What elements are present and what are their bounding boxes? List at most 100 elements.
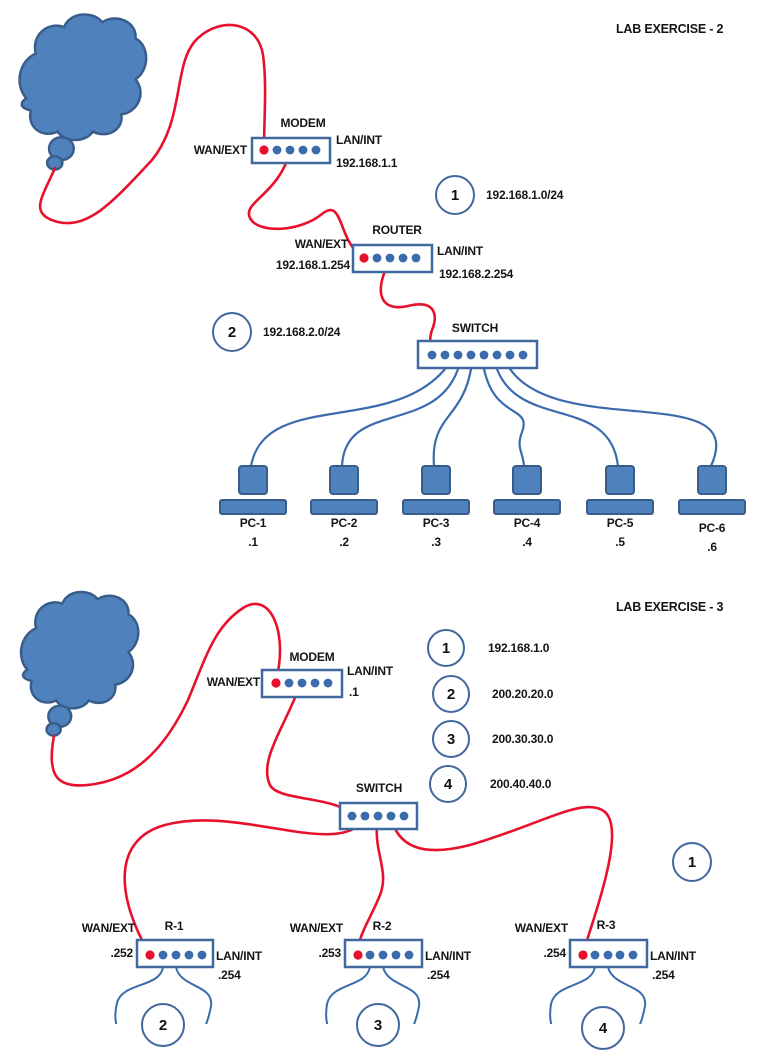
legend-marker-4: 4 [429, 765, 467, 803]
r3-lan-ip: .254 [652, 968, 675, 982]
pc2-ip-label: .2 [339, 535, 349, 549]
r3-wan-label: WAN/EXT [514, 921, 568, 935]
lab2-modem-wan-label: WAN/EXT [193, 143, 247, 157]
network3-marker-lab3: 3 [356, 1003, 400, 1047]
pc-icon-6 [678, 465, 746, 515]
legend-marker-1: 1 [427, 629, 465, 667]
router-ports-r2 [353, 950, 414, 960]
lab3-switch-name-label: SWITCH [355, 781, 403, 795]
cable-switch-to-pc2 [340, 367, 460, 468]
modem-device-lab3 [260, 668, 344, 699]
cable-switch-to-pc3 [432, 367, 473, 468]
pc1-ip-label: .1 [248, 535, 258, 549]
pc4-ip-label: .4 [522, 535, 532, 549]
r3-lan-label: LAN/INT [650, 949, 696, 963]
legend-marker-3: 3 [432, 720, 470, 758]
network1-marker-lab2: 1 [435, 175, 475, 215]
r3-name-label: R-3 [596, 918, 616, 932]
network3-marker-lab3-number: 3 [373, 1016, 383, 1034]
lan-loop-r3-right [607, 966, 647, 1024]
r1-lan-ip: .254 [218, 968, 241, 982]
pc5-ip-label: .5 [615, 535, 625, 549]
r1-wan-label: WAN/EXT [81, 921, 135, 935]
legend-marker-4-number: 4 [443, 775, 453, 793]
pc5-name-label: PC-5 [606, 516, 634, 530]
r2-wan-label: WAN/EXT [289, 921, 343, 935]
network2-marker-number: 2 [227, 323, 237, 341]
r2-lan-ip: .254 [427, 968, 450, 982]
legend-marker-2: 2 [432, 675, 470, 713]
lab3-modem-lan-label: LAN/INT [347, 664, 393, 678]
lan-loop-r2-left [325, 966, 371, 1024]
cable-cloud-to-modem-lab2 [38, 23, 267, 225]
r1-lan-label: LAN/INT [216, 949, 262, 963]
legend-label-4: 200.40.40.0 [490, 777, 552, 791]
modem-ports-lab2 [259, 145, 321, 155]
cable-modem-to-router-lab2 [247, 150, 365, 258]
legend-marker-3-number: 3 [446, 730, 456, 748]
router-device-r3 [568, 938, 649, 969]
lab2-router-wan-ip: 192.168.1.254 [275, 258, 350, 272]
r2-lan-label: LAN/INT [425, 949, 471, 963]
lab3-modem-lan-ip: .1 [349, 685, 359, 699]
pc2-name-label: PC-2 [330, 516, 358, 530]
switch-ports-lab3 [347, 811, 409, 821]
pc-icons-lab2 [219, 465, 746, 515]
cable-switch-to-pc1 [249, 367, 447, 468]
router-ports-r3 [578, 950, 638, 960]
pc3-name-label: PC-3 [422, 516, 450, 530]
pc-icon-4 [493, 465, 561, 515]
lab3-modem-wan-label: WAN/EXT [206, 675, 260, 689]
legend-label-1: 192.168.1.0 [488, 641, 550, 655]
router-device-r2 [343, 938, 424, 969]
cable-switch-to-r3 [389, 805, 614, 955]
cable-modem-to-switch-lab3 [265, 683, 354, 816]
lab2-router-name-label: ROUTER [372, 223, 422, 237]
lab2-router-lan-label: LAN/INT [437, 244, 483, 258]
legend-label-3: 200.30.30.0 [492, 732, 554, 746]
router-ports-lab2 [359, 253, 421, 263]
pc6-name-label: PC-6 [698, 521, 726, 535]
legend-marker-1-number: 1 [441, 639, 451, 657]
r1-name-label: R-1 [164, 919, 184, 933]
network4-marker-lab3: 4 [581, 1006, 625, 1050]
pc1-name-label: PC-1 [239, 516, 267, 530]
network4-marker-lab3-number: 4 [598, 1019, 608, 1037]
cable-router-to-switch-lab2 [379, 258, 437, 355]
network1-marker-lab3-number: 1 [687, 853, 697, 871]
router-device-r1 [135, 938, 215, 969]
lab2-modem-lan-label: LAN/INT [336, 133, 382, 147]
r2-wan-ip: .253 [318, 946, 341, 960]
internet-cloud-icon-lab2 [18, 13, 148, 171]
legend-marker-2-number: 2 [446, 685, 456, 703]
r1-wan-ip: .252 [110, 946, 133, 960]
lab3-title: LAB EXERCISE - 3 [616, 600, 724, 614]
network2-marker-lab2: 2 [212, 312, 252, 352]
network1-address-label: 192.168.1.0/24 [486, 188, 564, 202]
lab2-modem-lan-ip: 192.168.1.1 [336, 156, 398, 170]
network2-marker-lab3-number: 2 [158, 1016, 168, 1034]
lab2-router-lan-ip: 192.168.2.254 [439, 267, 514, 281]
lab2-modem-name-label: MODEM [280, 116, 326, 130]
pc-icon-5 [586, 465, 654, 515]
lan-loop-r2-right [382, 966, 421, 1024]
cable-switch-to-r1 [123, 816, 367, 955]
modem-ports-lab3 [271, 678, 333, 688]
lan-loop-r1-right [175, 966, 213, 1024]
router-ports-r1 [145, 950, 207, 960]
pc6-ip-label: .6 [707, 540, 717, 554]
switch-device-lab2 [416, 339, 539, 370]
lan-loop-r1-left [114, 966, 164, 1024]
r2-name-label: R-2 [372, 919, 392, 933]
cable-switch-to-pc6 [508, 367, 718, 468]
diagram-canvas [18, 13, 746, 1024]
network2-address-label: 192.168.2.0/24 [263, 325, 341, 339]
modem-device-lab2 [250, 136, 332, 165]
network2-marker-lab3: 2 [141, 1003, 185, 1047]
network1-marker-lab3: 1 [672, 842, 712, 882]
pc-icon-2 [310, 465, 378, 515]
network-diagram-page: LAB EXERCISE - 2 MODEM WAN/EXT LAN/INT 1… [18, 13, 746, 1050]
pc-icon-1 [219, 465, 287, 515]
switch-device-lab3 [338, 801, 419, 831]
internet-cloud-icon-lab3 [19, 590, 140, 737]
